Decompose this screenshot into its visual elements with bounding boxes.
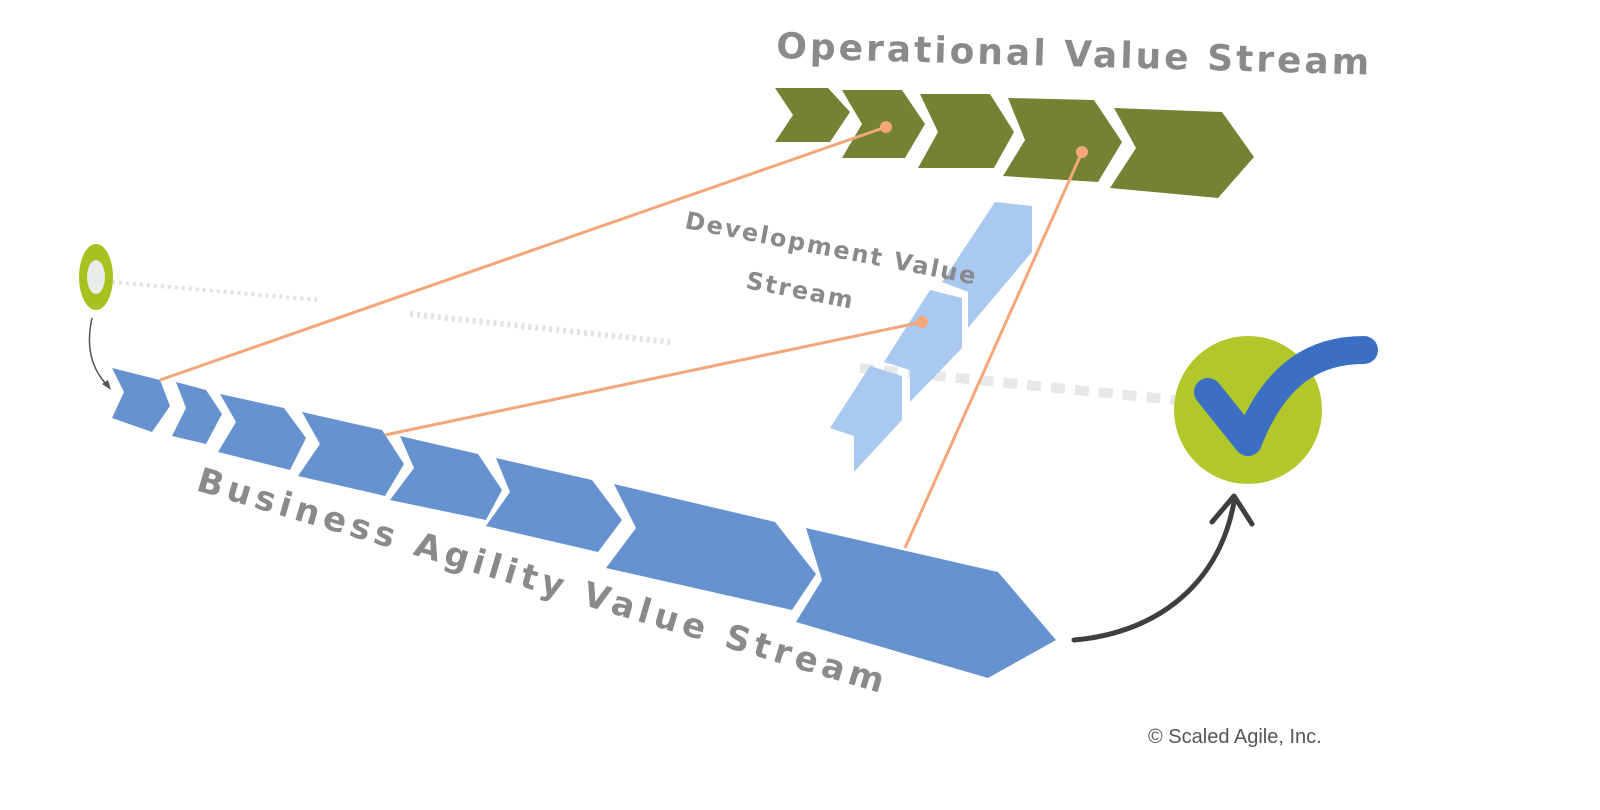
business-stage-5 xyxy=(390,436,502,520)
development-stage-1 xyxy=(942,202,1032,328)
connector-business-to-operational-4 xyxy=(903,151,1084,549)
development-stage-3 xyxy=(830,366,902,472)
connector-dot-operational-4 xyxy=(1076,146,1088,158)
copyright-notice: © Scaled Agile, Inc. xyxy=(1148,726,1322,748)
operational-stage-1 xyxy=(775,88,850,142)
start-dotted-line xyxy=(111,280,321,302)
operational-value-stream-label: Operational Value Stream xyxy=(776,26,1373,84)
connector-dot-operational-2 xyxy=(880,121,892,133)
development-stage-2 xyxy=(884,290,962,402)
business-stage-4 xyxy=(298,412,404,496)
connectors xyxy=(159,121,1088,549)
checkmark-icon xyxy=(1174,336,1378,484)
curved-arrow-icon xyxy=(1071,493,1255,643)
development-value-stream-label-line2: Stream xyxy=(744,266,857,314)
goal-dotted-line xyxy=(859,363,1176,405)
start-down-arrowhead xyxy=(102,380,111,390)
start-ring-icon xyxy=(79,244,113,310)
operational-stage-5 xyxy=(1110,108,1254,198)
business-stage-1 xyxy=(112,368,170,432)
development-value-stream xyxy=(830,202,1032,472)
development-value-stream-label-line1: Development Value xyxy=(683,206,980,290)
middle-dotted-line xyxy=(409,311,671,345)
operational-value-stream xyxy=(775,88,1254,198)
business-stage-2 xyxy=(172,382,222,444)
business-stage-7 xyxy=(606,484,816,610)
connector-business-to-development-2 xyxy=(384,320,923,437)
business-stage-8 xyxy=(796,528,1056,678)
operational-stage-4 xyxy=(1003,98,1122,182)
business-stage-6 xyxy=(486,458,622,552)
start-down-arrow xyxy=(88,317,109,387)
business-stage-3 xyxy=(218,394,306,470)
connector-dot-development-2 xyxy=(916,316,928,328)
connector-business-to-operational-2 xyxy=(159,125,887,382)
operational-stage-3 xyxy=(918,94,1014,168)
business-agility-value-stream xyxy=(112,368,1056,678)
